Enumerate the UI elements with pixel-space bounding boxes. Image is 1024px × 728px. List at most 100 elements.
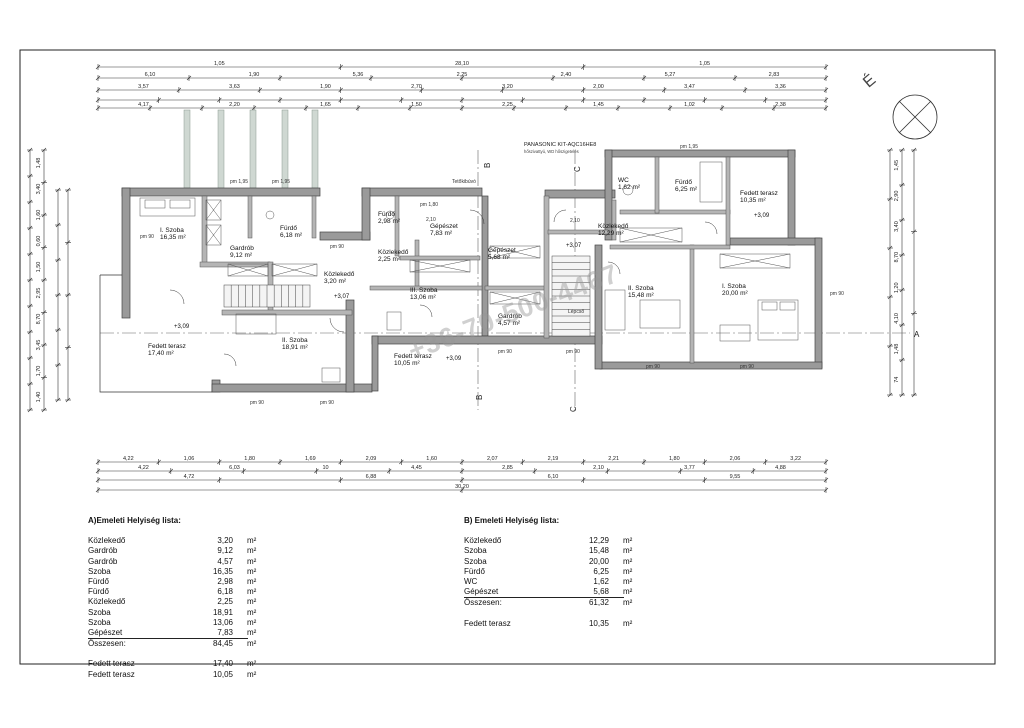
- room-list-unit: m²: [247, 546, 257, 556]
- room-list-unit: m²: [623, 577, 633, 587]
- room-list-separator: [464, 597, 624, 599]
- pm-label: pm 90: [830, 291, 844, 297]
- room-list-name: Fürdő: [464, 566, 485, 576]
- room-name: Gépészet: [430, 223, 458, 230]
- room-list-unit: m²: [623, 598, 633, 608]
- room-list-unit: m²: [247, 587, 257, 597]
- pm-label: pm 1,95: [680, 144, 698, 150]
- level-marks: +3,09+3,07+3,07+3,09+3,09: [174, 213, 770, 362]
- pm-label: pm 90: [566, 349, 580, 355]
- dimension-value: 1,70: [36, 366, 42, 377]
- room-list-name: Közlekedő: [88, 597, 126, 607]
- room-list-value: 1,62: [593, 577, 609, 587]
- wardrobe-boxes: [205, 199, 791, 305]
- room-list-name: Gardrób: [88, 556, 118, 566]
- room-name: III. Szoba: [410, 287, 438, 294]
- dimension-value: 2,83: [769, 72, 780, 78]
- room-list-b-title: B) Emeleti Helyiség lista:: [464, 516, 560, 525]
- dimension-value: 2,19: [548, 456, 559, 462]
- pm-label: pm 90: [140, 234, 154, 240]
- dimension-value: 1,40: [36, 392, 42, 403]
- room-list-value: 84,45: [212, 639, 233, 649]
- dimension-value: 1,60: [426, 456, 437, 462]
- room-area: 10,05 m²: [394, 360, 420, 367]
- room-list-value: 6,25: [593, 566, 609, 576]
- room-list-value: 2,25: [217, 597, 233, 607]
- room-name: II. Szoba: [628, 285, 654, 292]
- dimension-value: 28,10: [455, 61, 469, 67]
- room-list-value: 16,35: [212, 566, 233, 576]
- room-list-name: Szoba: [464, 546, 487, 556]
- dimension-value: 2,85: [502, 465, 513, 471]
- door-height-label: 2,10: [426, 217, 436, 223]
- room-area: 1,62 m²: [618, 184, 641, 191]
- room-list-unit: m²: [247, 577, 257, 587]
- room-list-value: 13,06: [212, 617, 233, 627]
- room-area: 4,57 m²: [498, 320, 521, 327]
- dimension-value: 1,65: [320, 102, 331, 108]
- room-list-name: Fedett terasz: [464, 618, 511, 628]
- room-list-name: Fedett terasz: [88, 669, 135, 679]
- room-name: II. Szoba: [282, 337, 308, 344]
- section-marks: B B C C A: [475, 163, 920, 412]
- room-list-unit: m²: [623, 587, 633, 597]
- room-list-separator: [88, 638, 248, 640]
- pm-label: pm 1,80: [420, 202, 438, 208]
- room-name: Fürdő: [378, 211, 395, 218]
- north-arrow-icon: [892, 94, 938, 140]
- dimension-value: 2,09: [366, 456, 377, 462]
- pm-label: pm 90: [330, 244, 344, 250]
- dimension-value: 1,80: [244, 456, 255, 462]
- dimension-value: 4,45: [411, 465, 422, 471]
- door-height-label: 2,10: [570, 218, 580, 224]
- room-list-name: Közlekedő: [88, 536, 126, 546]
- terrace-outlines: [99, 274, 212, 393]
- room-name: Fürdő: [280, 225, 297, 232]
- room-list-name: Összesen:: [464, 598, 502, 608]
- dimension-value: 4,88: [775, 465, 786, 471]
- level-mark: +3,09: [174, 324, 190, 330]
- room-list-value: 4,57: [217, 556, 233, 566]
- dimension-value: 3,47: [684, 84, 695, 90]
- room-list-value: 3,20: [217, 536, 233, 546]
- room-list-value: 61,32: [588, 598, 609, 608]
- room-list-value: 5,68: [593, 587, 609, 597]
- room-area: 6,18 m²: [280, 232, 303, 239]
- dimension-value: 4,22: [138, 465, 149, 471]
- room-area: 9,12 m²: [230, 252, 253, 259]
- sheet-frame: [19, 49, 996, 665]
- room-name: Gardrób: [230, 245, 254, 252]
- dimension-value: 2,10: [593, 465, 604, 471]
- room-list-name: Közlekedő: [464, 536, 502, 546]
- level-mark: +3,07: [566, 243, 582, 249]
- dimension-value: 2,25: [457, 72, 468, 78]
- roof-hatch-label: Tetőkibúvó: [452, 179, 476, 185]
- room-area: 15,48 m²: [628, 292, 654, 299]
- room-list-unit: m²: [247, 669, 257, 679]
- room-area: 17,40 m²: [148, 350, 174, 357]
- dimension-value: 2,70: [411, 84, 422, 90]
- room-list-unit: m²: [247, 628, 257, 638]
- dimension-value: 2,07: [487, 456, 498, 462]
- dimension-value: 2,21: [608, 456, 619, 462]
- room-list-name: Gardrób: [88, 546, 118, 556]
- dimension-value: 6,03: [229, 465, 240, 471]
- room-name: Fedett terasz: [148, 343, 186, 350]
- dimension-value: 6,88: [366, 474, 377, 480]
- dimension-value: 1,60: [36, 210, 42, 221]
- dimension-value: 6,10: [145, 72, 156, 78]
- room-name: Közlekedő: [324, 271, 355, 278]
- level-mark: +3,09: [446, 356, 462, 362]
